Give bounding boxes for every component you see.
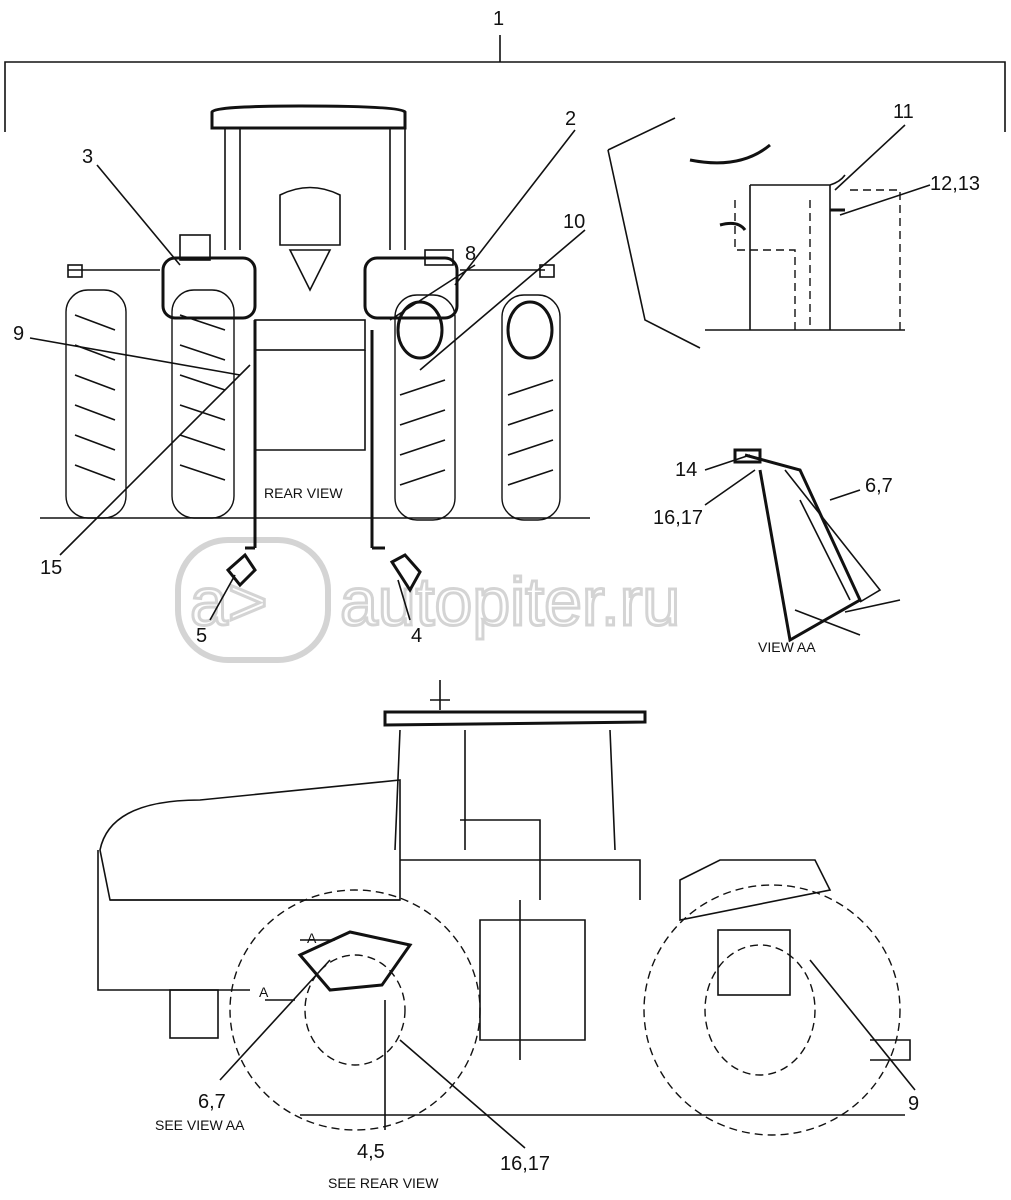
rear-view-drawing: [40, 104, 590, 593]
watermark-logo: a>: [190, 564, 268, 640]
callout-4-5-side: 4,5: [357, 1141, 385, 1163]
callout-16-17-side: 16,17: [500, 1153, 550, 1175]
caption-view-aa: VIEW AA: [758, 639, 816, 655]
assembly-bracket: [4, 35, 1006, 132]
caption-see-rear-view: SEE REAR VIEW: [328, 1175, 439, 1191]
callout-10: 10: [563, 211, 585, 233]
callout-4: 4: [411, 625, 422, 647]
callout-2: 2: [565, 108, 576, 130]
callout-9-rear: 9: [13, 323, 24, 345]
view-aa-drawing: [733, 448, 901, 643]
callout-14: 14: [675, 459, 697, 481]
watermark-logo-frame: [175, 537, 331, 663]
callout-6-7-view: 6,7: [865, 475, 893, 497]
callout-15: 15: [40, 557, 62, 579]
callout-1: 1: [493, 8, 504, 30]
caption-see-view-aa: SEE VIEW AA: [155, 1117, 245, 1133]
callouts: 1 2 3 8 9 10 11 12,13 14 16,17 6,7 15 5 …: [13, 8, 980, 1175]
watermark: a> autopiter.ru: [175, 537, 682, 663]
callout-16-17-view: 16,17: [653, 507, 703, 529]
callout-3: 3: [82, 146, 93, 168]
section-marker-a-1: A: [307, 930, 317, 946]
callout-8: 8: [465, 243, 476, 265]
callout-9-side: 9: [908, 1093, 919, 1115]
callout-5: 5: [196, 625, 207, 647]
callout-12-13: 12,13: [930, 173, 980, 195]
caption-rear-view: REAR VIEW: [264, 485, 343, 501]
leader-lines: [29, 124, 931, 1149]
captions: REAR VIEW VIEW AA SEE VIEW AA SEE REAR V…: [155, 485, 816, 1191]
callout-11: 11: [893, 101, 914, 123]
watermark-text: autopiter.ru: [340, 564, 680, 640]
section-marker-a-2: A: [259, 984, 269, 1000]
callout-6-7-side: 6,7: [198, 1091, 226, 1113]
side-view-drawing: [97, 680, 911, 1136]
detail-view-bracket: [607, 117, 905, 349]
